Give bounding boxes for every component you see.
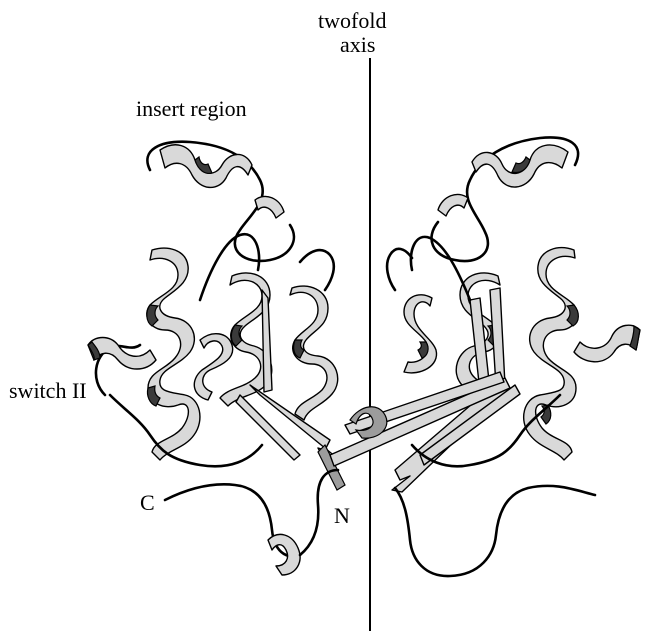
switch-ii-label: switch II xyxy=(9,380,87,402)
loop-right-4 xyxy=(387,249,412,290)
helix-alpha-right xyxy=(524,248,578,460)
helix-right-outer-top xyxy=(574,325,640,362)
insert-region-label: insert region xyxy=(136,98,247,120)
beta-strand-left-3 xyxy=(236,395,300,460)
helix-alpha-left xyxy=(147,248,200,460)
left-monomer xyxy=(88,142,345,575)
helix-alpha-right-center-b xyxy=(404,295,437,373)
insert-strand xyxy=(255,196,284,218)
c-terminus-label: C xyxy=(140,492,155,514)
c-terminus-loop xyxy=(165,484,300,556)
loop-right-3 xyxy=(395,486,595,576)
beta-strand-left-2 xyxy=(262,290,272,392)
loop-left-3 xyxy=(300,470,338,555)
loop-left-4 xyxy=(300,250,334,290)
n-terminus-label: N xyxy=(334,505,350,527)
helix-alpha-center-b xyxy=(194,334,232,400)
beta-strand-right-1 xyxy=(490,288,505,386)
twofold-label: twofold xyxy=(318,10,386,32)
axis-label: axis xyxy=(340,34,375,56)
loop-left-1 xyxy=(200,234,259,300)
right-monomer xyxy=(330,137,640,576)
insert-strand-right xyxy=(438,194,468,216)
